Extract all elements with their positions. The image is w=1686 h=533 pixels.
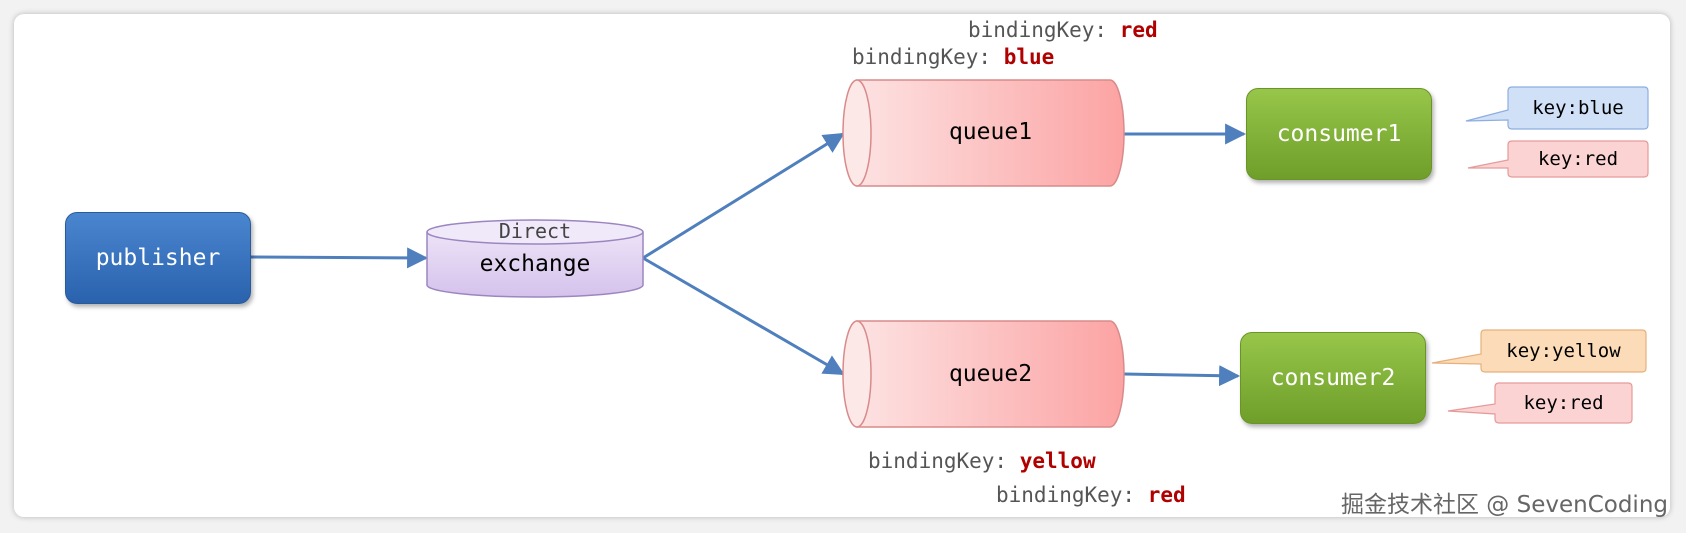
consumer2-key-yellow: key:yellow bbox=[1506, 340, 1621, 362]
queue2-binding-key-red: bindingKey: red bbox=[996, 483, 1186, 507]
consumer1-label: consumer1 bbox=[1276, 121, 1402, 147]
callout-key-blue-c1 bbox=[1465, 86, 1649, 130]
exchange-type-label: Direct bbox=[498, 219, 572, 243]
consumer1-key-red: key:red bbox=[1537, 148, 1619, 170]
arrow-publisher-to-exchange bbox=[249, 247, 429, 269]
publisher-box: publisher bbox=[65, 212, 251, 304]
arrow-queue2-to-consumer2 bbox=[1123, 365, 1241, 387]
consumer2-key-red: key:red bbox=[1523, 392, 1604, 414]
consumer1-key-blue: key:blue bbox=[1532, 97, 1624, 119]
watermark: 掘金技术社区 @ SevenCoding bbox=[1340, 492, 1668, 518]
queue2-cylinder bbox=[842, 320, 1125, 428]
consumer1-box: consumer1 bbox=[1246, 88, 1432, 180]
binding-key-prefix: bindingKey: bbox=[968, 18, 1108, 42]
binding-key-value: blue bbox=[1003, 45, 1055, 69]
consumer2-label: consumer2 bbox=[1270, 365, 1396, 391]
binding-key-prefix: bindingKey: bbox=[996, 483, 1136, 507]
arrow-exchange-to-queue1 bbox=[642, 132, 845, 260]
queue1-binding-key-blue: bindingKey: blue bbox=[852, 45, 1054, 69]
queue1-cylinder bbox=[842, 79, 1125, 187]
binding-key-value: yellow bbox=[1019, 449, 1096, 473]
callout-key-yellow-c2 bbox=[1431, 329, 1647, 373]
binding-key-prefix: bindingKey: bbox=[852, 45, 992, 69]
queue1-label: queue1 bbox=[948, 119, 1033, 145]
callout-key-red-c2 bbox=[1447, 382, 1633, 424]
consumer2-box: consumer2 bbox=[1240, 332, 1426, 424]
binding-key-value: red bbox=[1147, 483, 1186, 507]
arrow-exchange-to-queue2 bbox=[642, 256, 845, 376]
callout-key-red-c1 bbox=[1467, 140, 1649, 178]
exchange-label: exchange bbox=[479, 251, 591, 277]
queue2-binding-key-yellow: bindingKey: yellow bbox=[868, 449, 1096, 473]
publisher-label: publisher bbox=[95, 245, 221, 271]
queue2-label: queue2 bbox=[948, 361, 1033, 387]
binding-key-prefix: bindingKey: bbox=[868, 449, 1008, 473]
queue1-binding-key-red: bindingKey: red bbox=[968, 18, 1158, 42]
binding-key-value: red bbox=[1119, 18, 1158, 42]
exchange-cylinder bbox=[426, 219, 644, 298]
